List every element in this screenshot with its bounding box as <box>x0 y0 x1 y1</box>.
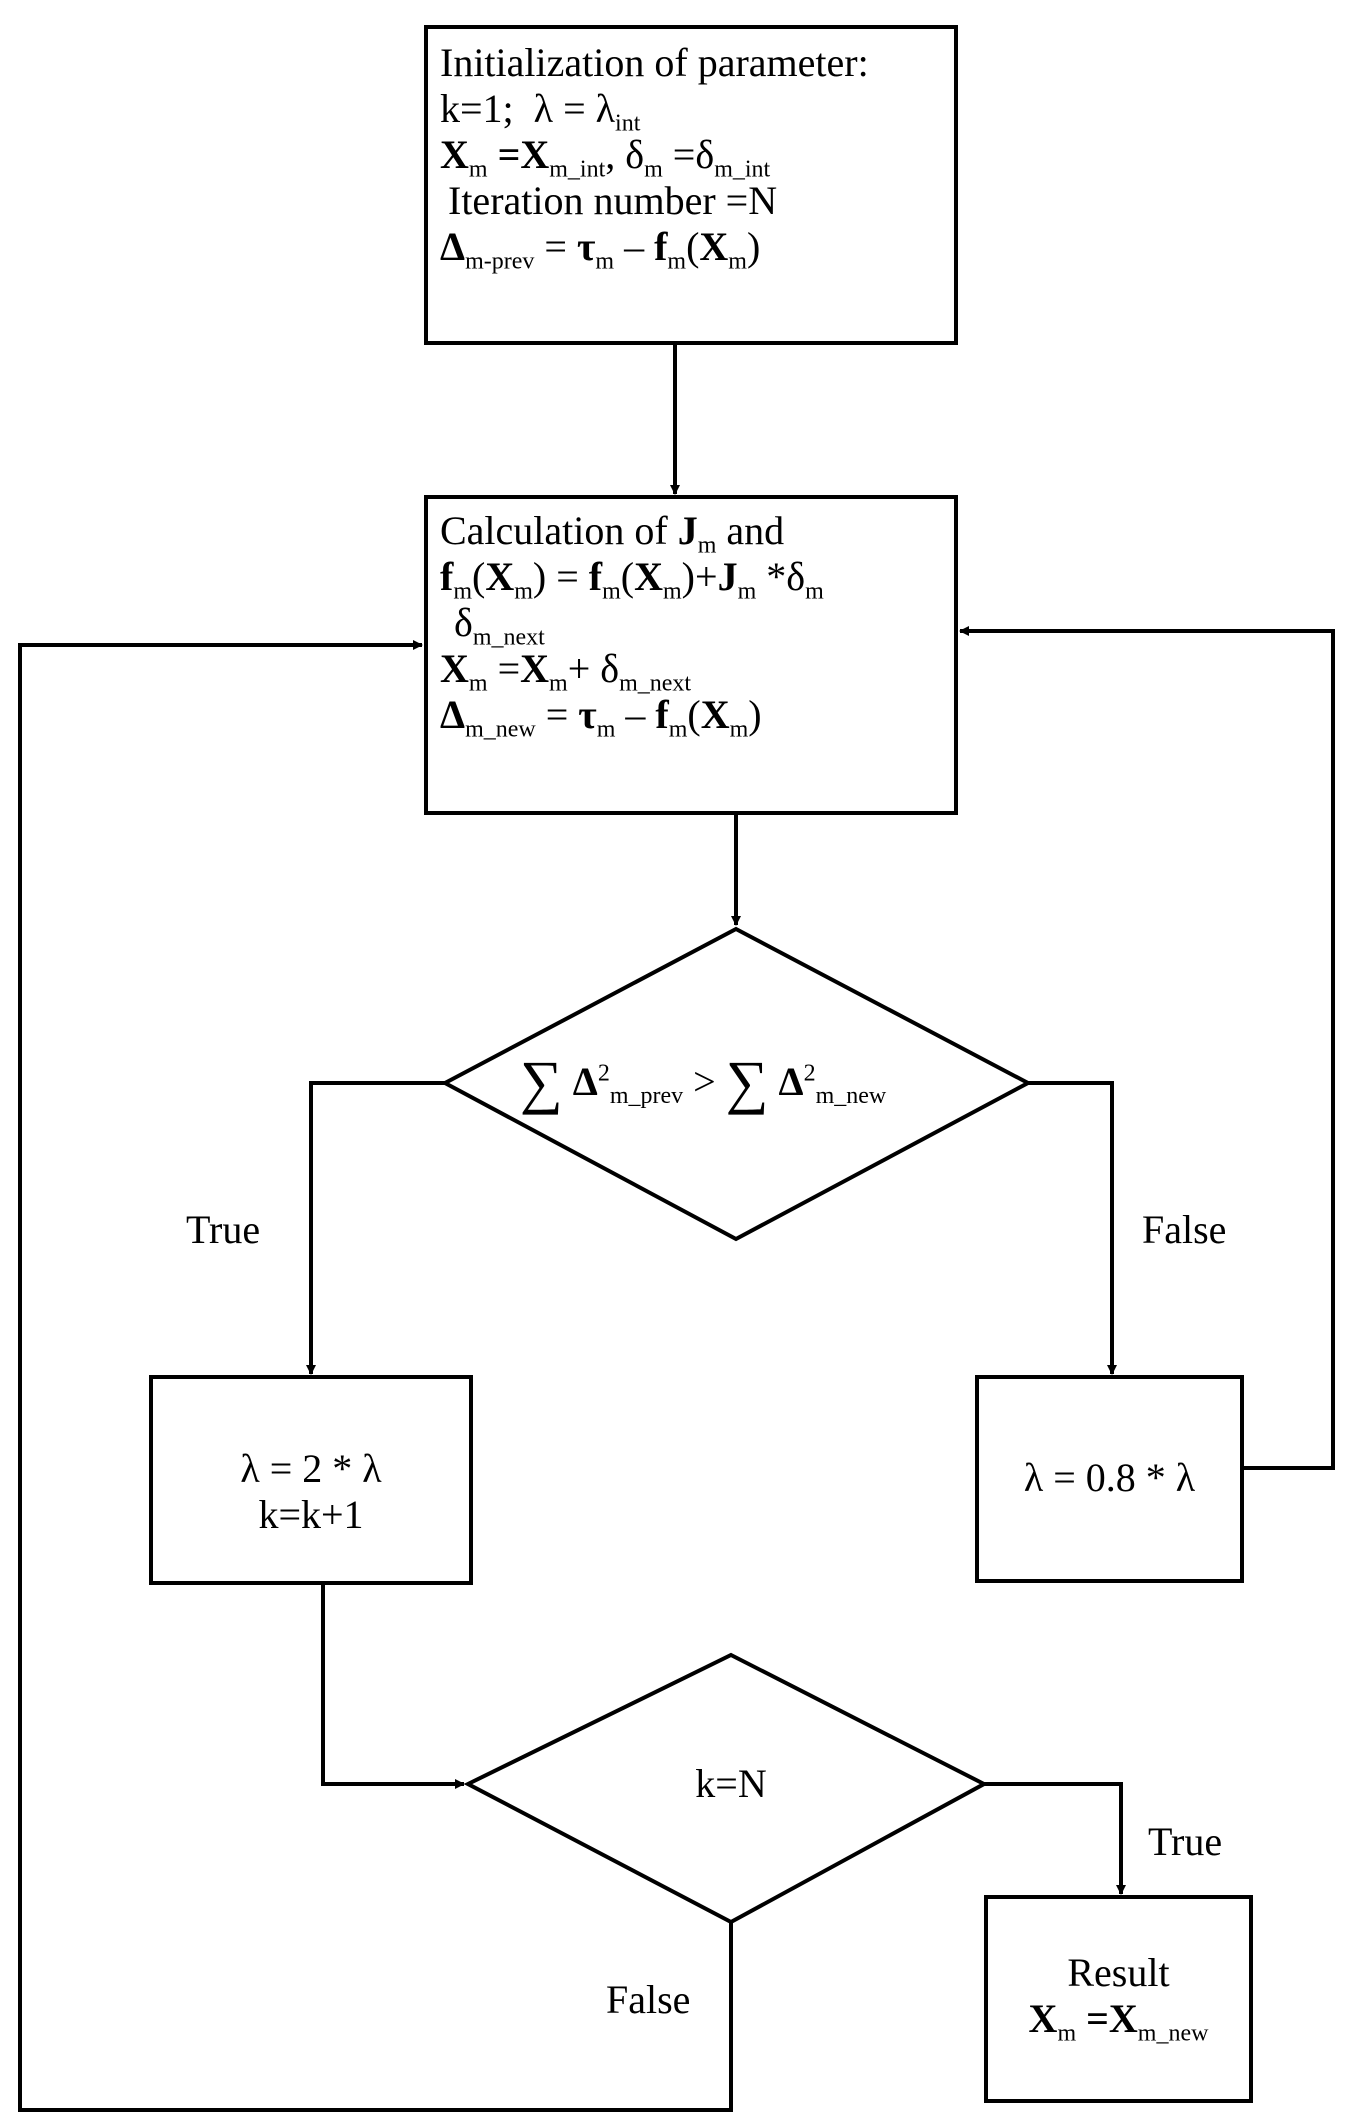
false-box-text: λ = 0.8 * λ <box>977 1455 1242 1501</box>
result-title: Result <box>1067 1950 1170 1995</box>
edge-compare-false <box>1028 1081 1117 1375</box>
k-condition: k=N <box>695 1761 767 1806</box>
init-box-text: Initialization of parameter: k=1; λ = λi… <box>440 40 869 275</box>
calc-box <box>424 495 958 815</box>
init-iteration: Iteration number =N <box>448 178 778 223</box>
sigma-left: ∑ <box>520 1049 563 1115</box>
true-box <box>149 1375 473 1585</box>
calc-delta-next: δm_next <box>454 600 545 651</box>
result-formula: Xm =Xm_new <box>1028 1996 1209 2047</box>
result-box <box>984 1895 1253 2103</box>
init-k-lambda: k=1; λ = λint <box>440 86 641 137</box>
init-x-delta: Xm =Xm_int, δm =δm_int <box>440 132 771 183</box>
true-k-increment: k=k+1 <box>258 1492 364 1537</box>
true-lambda: λ = 2 * λ <box>240 1446 382 1491</box>
true-box-text: λ = 2 * λ k=k+1 <box>151 1446 471 1538</box>
compare-diamond <box>440 926 1033 1242</box>
calc-delta-new: Δm_new = τm – fm(Xm) <box>440 692 762 743</box>
label-k-false: False <box>606 1977 691 2022</box>
calc-box-text: Calculation of Jm and fm(Xm) = fm(Xm)+Jm… <box>440 508 824 743</box>
edge-false-loop <box>959 626 1335 1470</box>
edge-compare-true <box>306 1081 445 1375</box>
result-box-text: Result Xm =Xm_new <box>986 1950 1251 2047</box>
sigma-right: ∑ <box>725 1049 769 1115</box>
false-box <box>975 1375 1244 1583</box>
edge-true-to-k <box>321 1583 465 1789</box>
compare-condition: ∑ Δ2m_prev > ∑ Δ2m_new <box>520 1049 887 1115</box>
label-compare-true: True <box>186 1207 261 1252</box>
edge-k-true <box>984 1782 1126 1895</box>
calc-x-update: Xm =Xm+ δm_next <box>440 646 692 697</box>
label-k-true: True <box>1148 1819 1223 1864</box>
edge-k-false-loop <box>18 640 733 2112</box>
calc-f-update: fm(Xm) = fm(Xm)+Jm *δm <box>440 554 824 605</box>
calc-title: Calculation of Jm and <box>440 508 785 559</box>
init-box <box>424 25 958 345</box>
init-title: Initialization of parameter: <box>440 40 869 85</box>
init-delta-prev: Δm-prev = τm – fm(Xm) <box>440 224 761 275</box>
label-compare-false: False <box>1142 1207 1227 1252</box>
false-lambda: λ = 0.8 * λ <box>1023 1455 1196 1500</box>
